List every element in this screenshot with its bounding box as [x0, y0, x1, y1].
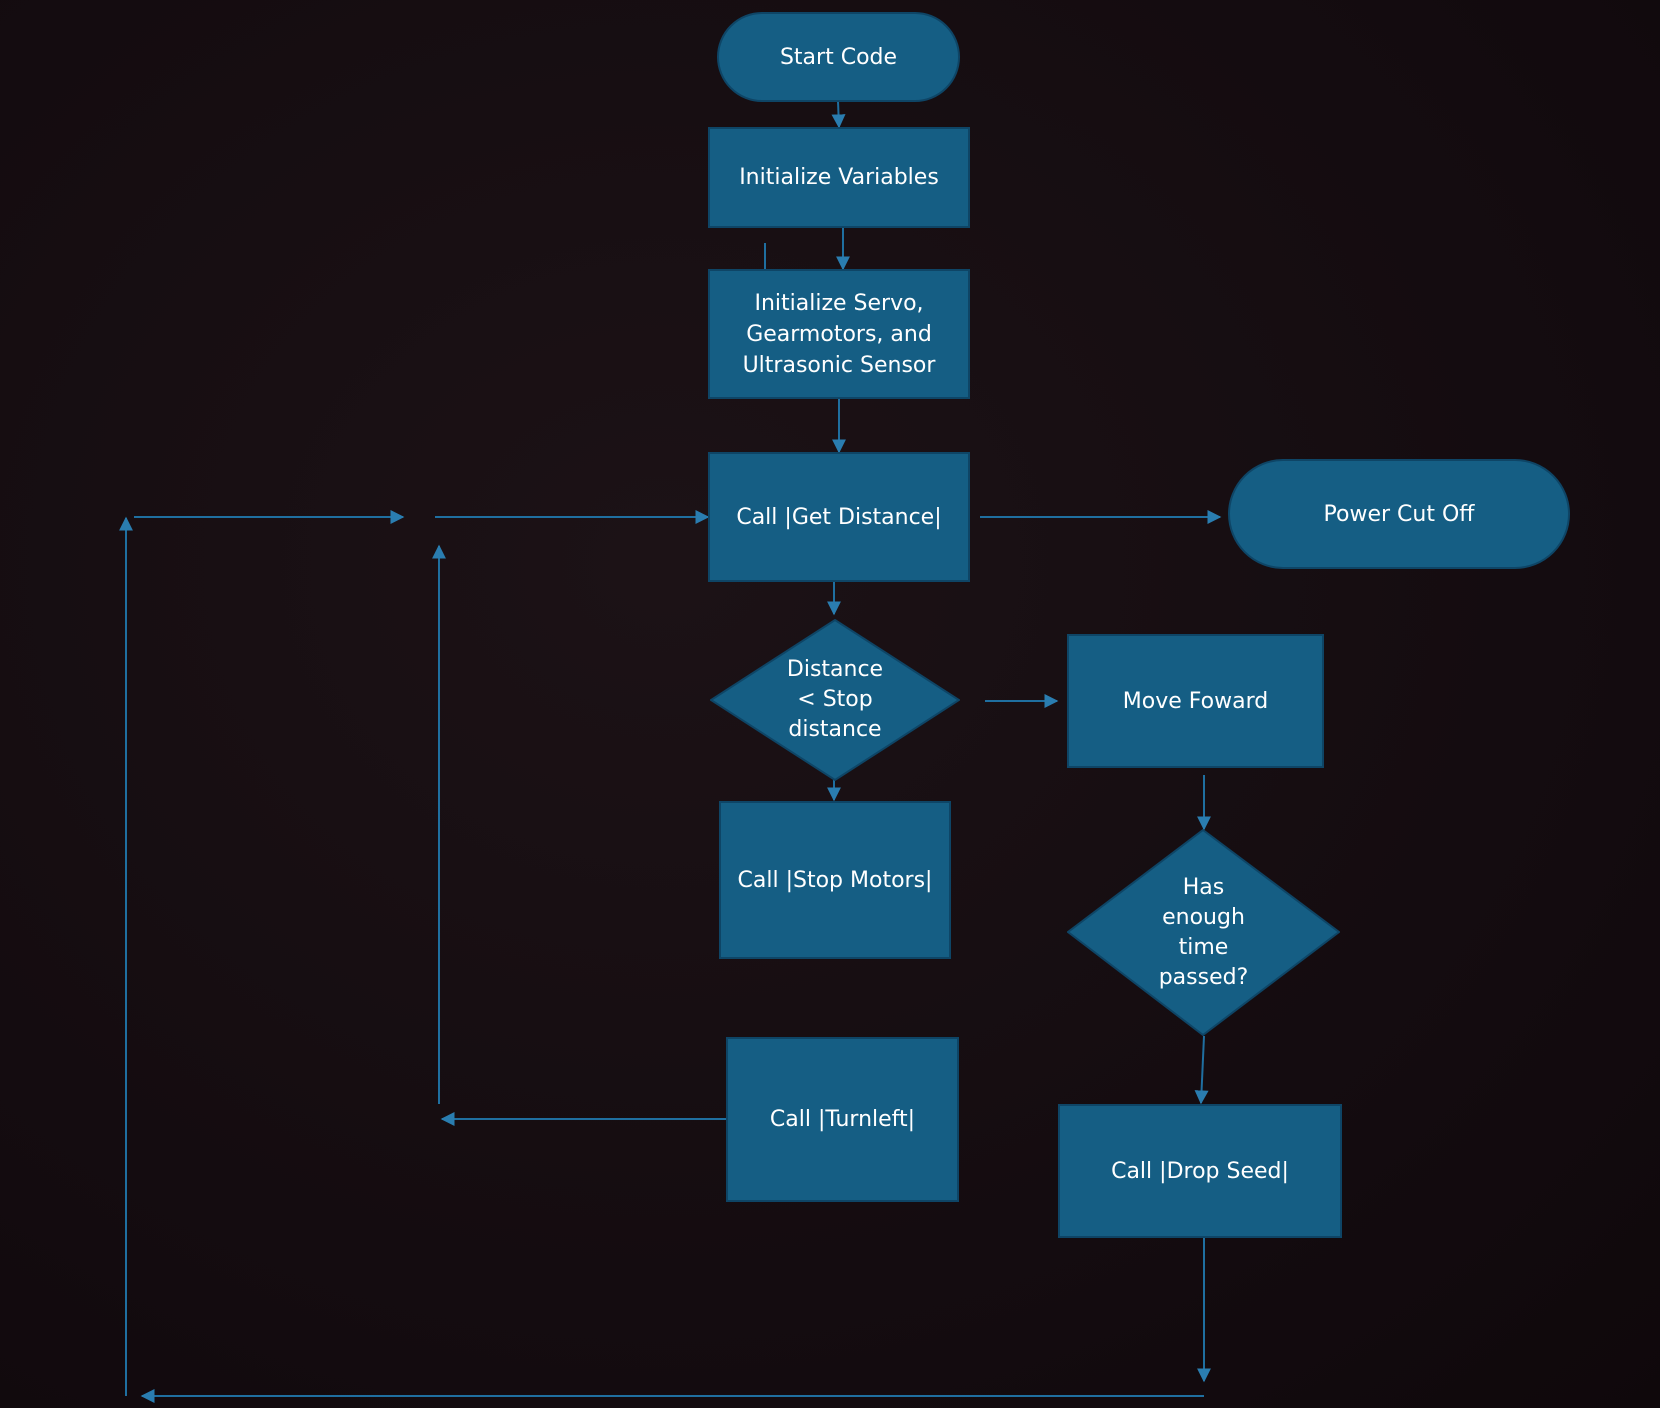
- turn-left-label: Call |Turnleft|: [769, 1107, 916, 1132]
- drop-seed-label: Call |Drop Seed|: [1111, 1158, 1289, 1184]
- distance-decision-text: Distance < Stop distance: [710, 619, 960, 781]
- init-variables-box[interactable]: Initialize Variables: [708, 127, 970, 228]
- init-hardware-box[interactable]: Initialize Servo, Gearmotors, and Ultras…: [708, 269, 970, 399]
- distance-decision-shape: [710, 619, 960, 781]
- turn-left-box[interactable]: Call |Turnleft|: [726, 1037, 959, 1202]
- init-variables-label: Initialize Variables: [739, 165, 939, 190]
- distance-decision-line-1: Distance: [786, 657, 884, 682]
- stop-motors-box[interactable]: Call |Stop Motors|: [719, 801, 951, 959]
- power-off-terminal[interactable]: Power Cut Off: [1228, 459, 1570, 569]
- move-forward-label: Move Foward: [1122, 688, 1269, 714]
- time-decision-line-1: Has: [1182, 874, 1225, 900]
- get-distance-box[interactable]: Call |Get Distance|: [708, 452, 970, 582]
- time-decision-line-2: enough: [1162, 904, 1245, 930]
- arrow-decision-time-to-drop-seed: [1194, 1035, 1209, 1105]
- start-label: Start Code: [779, 44, 898, 70]
- arrow-start-to-init-vars: [831, 100, 846, 129]
- init-hardware-label: Initialize Servo, Gearmotors, and Ultras…: [742, 290, 936, 378]
- time-decision-text: Has enough time passed?: [1067, 829, 1340, 1036]
- power-off-label: Power Cut Off: [1323, 501, 1475, 527]
- get-distance-label: Call |Get Distance|: [736, 504, 942, 530]
- time-decision-line-3: time: [1178, 934, 1229, 960]
- move-forward-box[interactable]: Move Foward: [1067, 634, 1324, 768]
- start-terminal[interactable]: Start Code: [717, 12, 960, 102]
- distance-decision[interactable]: Distance < Stop distance: [710, 619, 960, 781]
- time-decision-shape: [1067, 829, 1340, 1036]
- time-decision[interactable]: Has enough time passed?: [1067, 829, 1340, 1036]
- distance-decision-line-3: distance: [788, 717, 882, 742]
- time-decision-line-4: passed?: [1158, 964, 1249, 990]
- stop-motors-label: Call |Stop Motors|: [737, 867, 933, 893]
- drop-seed-box[interactable]: Call |Drop Seed|: [1058, 1104, 1342, 1238]
- distance-decision-line-2: < Stop: [797, 687, 873, 712]
